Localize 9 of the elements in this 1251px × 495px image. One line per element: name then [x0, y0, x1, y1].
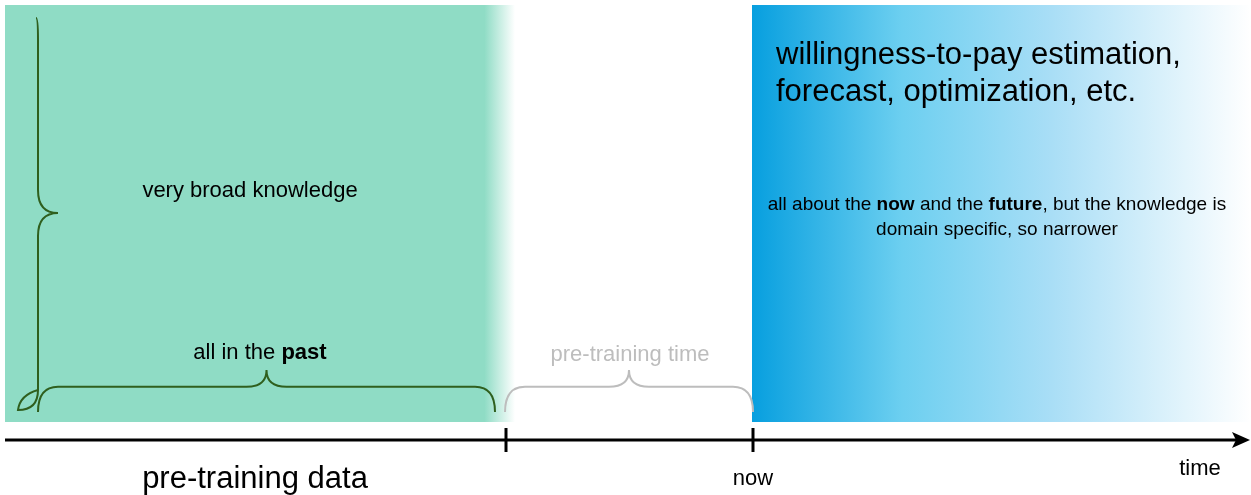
axis-label: pre-training data	[141, 459, 369, 495]
panel-heading: willingness-to-pay estimation, forecast, optimization, etc.	[776, 35, 1182, 110]
panel-text: very broad knowledge	[141, 176, 359, 204]
brace-label: pre-training time	[549, 340, 711, 368]
axis-label: time	[1178, 454, 1222, 482]
panel-text: all about the now and the future, but the knowledge is domain specific, so narrower	[766, 192, 1228, 241]
panel	[5, 5, 515, 422]
tick-label: now	[731, 464, 775, 492]
brace-label: all in the past	[192, 338, 328, 366]
